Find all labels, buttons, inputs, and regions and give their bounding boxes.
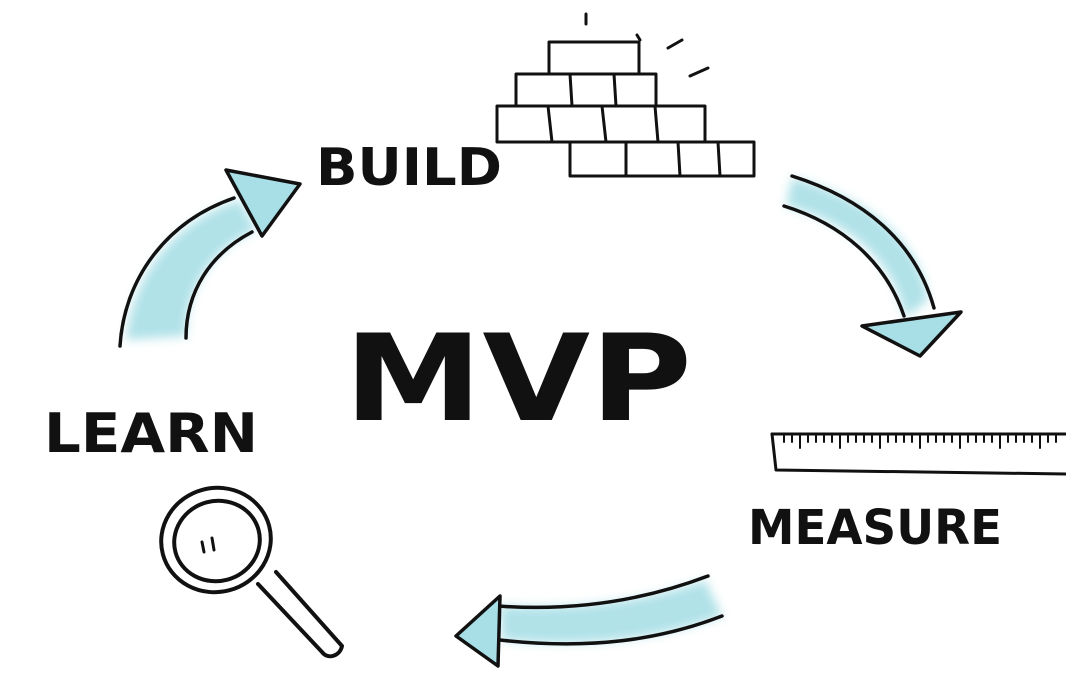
step-label-measure: MEASURE xyxy=(748,500,1002,556)
arrow-learn-to-build xyxy=(118,168,302,348)
center-label-mvp: MVP xyxy=(344,310,692,449)
magnifying-glass-icon xyxy=(159,485,344,659)
ruler-icon xyxy=(770,432,1066,476)
step-label-build: BUILD xyxy=(316,138,502,198)
arrow-build-to-measure xyxy=(782,174,963,358)
step-label-learn: LEARN xyxy=(44,402,258,465)
arrow-measure-to-learn xyxy=(454,574,724,668)
brick-wall-icon xyxy=(495,12,756,178)
